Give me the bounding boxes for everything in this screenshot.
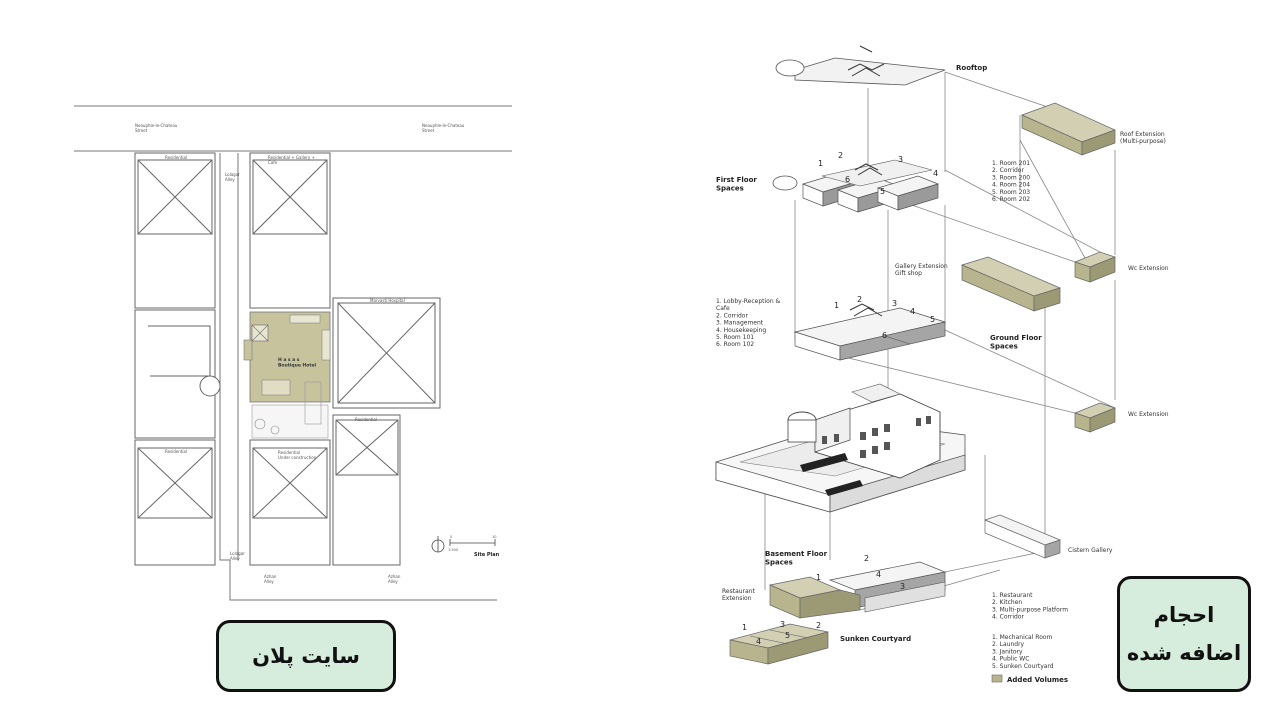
rooftop-label: Rooftop (956, 64, 987, 72)
added-volumes-label: احجام اضافه شده (1117, 576, 1251, 692)
first-floor-numbers: 1 2 3 4 5 6 (818, 151, 938, 196)
sunken-courtyard-title: Sunken Courtyard (840, 635, 911, 643)
ff-num-3: 3 (898, 155, 903, 164)
legend: Added Volumes (991, 674, 1068, 684)
c-num-5: 5 (785, 631, 790, 640)
stair-icon (847, 45, 885, 77)
building-label-residential-gallery-cafe: Residential + Gallery +Cafe (268, 155, 315, 165)
site-plan-label: سایت پلان (216, 620, 396, 692)
c-num-4: 4 (756, 637, 761, 646)
scale-bar: 0 10 1:500 (448, 535, 496, 552)
wc-extension-top-label: Wc Extension (1128, 265, 1169, 272)
building-label-marvasti-hospital: Marvasti Hospital (370, 298, 405, 303)
stair-icon (849, 303, 883, 317)
legend-swatch (991, 674, 1003, 683)
ff-num-5: 5 (880, 187, 885, 196)
wc-extension-bottom-volume: Wc Extension (1073, 402, 1169, 433)
courtyard-numbers: 1 2 3 4 5 (742, 620, 821, 646)
scale-ratio: 1:500 (448, 548, 458, 552)
wc-extension-bottom-label: Wc Extension (1128, 411, 1169, 418)
scale-zero: 0 (450, 535, 452, 539)
legend-label: Added Volumes (1007, 676, 1068, 684)
wc-extension-top-volume: Wc Extension (1073, 251, 1169, 283)
site-plan-title: Site Plan (474, 552, 500, 558)
gf-num-3: 3 (892, 299, 897, 308)
ff-num-4: 4 (933, 169, 938, 178)
cistern-gallery-label: Cistern Gallery (1068, 547, 1113, 554)
added-volumes-label-line2: اضافه شده (1126, 641, 1242, 665)
exploded-axonometric: Rooftop Roof Extension(Multi-purpose) Fi… (715, 45, 1169, 684)
x-marked-buildings (137, 159, 436, 519)
building-label-residential-top: Residential (165, 155, 187, 160)
c-num-1: 1 (742, 623, 747, 632)
ff-num-2: 2 (838, 151, 843, 160)
c-num-2: 2 (816, 621, 821, 630)
stair-icon (854, 163, 883, 176)
b-num-3: 3 (900, 582, 905, 591)
ff-num-1: 1 (818, 159, 823, 168)
rooftop-level: Rooftop (775, 45, 987, 86)
roof-extension-volume: Roof Extension(Multi-purpose) (1021, 102, 1166, 156)
added-volumes-label-line1: احجام (1153, 603, 1215, 627)
c-num-3: 3 (780, 620, 785, 629)
north-arrow-icon (431, 536, 445, 553)
scale-ten: 10 (492, 535, 496, 539)
b-num-2: 2 (864, 554, 869, 563)
cistern-gallery-volume: Cistern Gallery (984, 514, 1113, 559)
b-num-1: 1 (816, 573, 821, 582)
b-num-4: 4 (876, 570, 881, 579)
basement-numbers: 1 2 3 4 (816, 554, 905, 591)
window-grid (822, 416, 931, 458)
ground-floor-numbers: 1 2 3 4 5 6 (834, 295, 935, 340)
site-blocks (134, 152, 441, 566)
street-edges (74, 105, 512, 601)
site-plan-label-text: سایت پلان (252, 644, 360, 668)
building-label-residential-bottom: Residential (165, 449, 187, 454)
gf-num-4: 4 (910, 307, 915, 316)
ff-num-6: 6 (845, 175, 850, 184)
building-label-residential-mid: Residential (355, 417, 377, 422)
roof-extension-label: Roof Extension(Multi-purpose) (1120, 131, 1166, 145)
gf-num-6: 6 (882, 331, 887, 340)
gf-num-2: 2 (857, 295, 862, 304)
gf-num-1: 1 (834, 301, 839, 310)
gf-num-5: 5 (930, 315, 935, 324)
existing-building-model (715, 383, 966, 513)
